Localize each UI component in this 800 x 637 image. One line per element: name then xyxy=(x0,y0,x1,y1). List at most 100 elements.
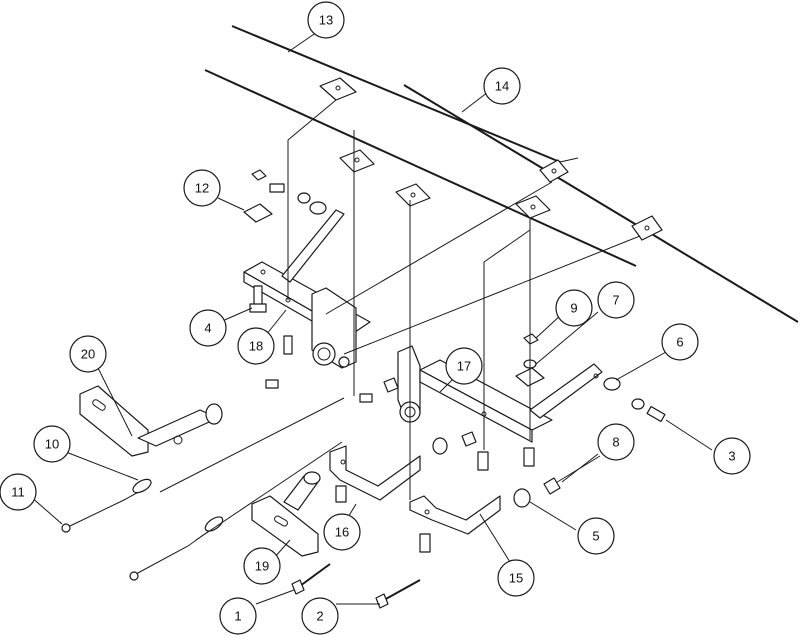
bolt-2 xyxy=(383,579,421,601)
bolt-16 xyxy=(335,485,347,503)
right-bracket-side xyxy=(419,369,533,443)
bolt-head-2 xyxy=(375,593,389,609)
callout-10-label: 10 xyxy=(45,437,59,452)
callout-4-label: 4 xyxy=(204,321,211,336)
bracket-hole xyxy=(260,269,266,275)
receiver-pin-20 xyxy=(205,403,223,425)
right-strap xyxy=(529,363,603,419)
callout-11: 11 xyxy=(0,473,37,511)
frame-plate-2 xyxy=(339,149,375,173)
plate-hole xyxy=(354,157,360,163)
washer-5 xyxy=(513,488,531,508)
leader-6 xyxy=(615,351,667,381)
cable-hook-11 xyxy=(132,478,152,494)
callout-20: 20 xyxy=(69,335,107,373)
leader-10 xyxy=(65,451,139,481)
slot-20 xyxy=(92,399,106,411)
callout-19: 19 xyxy=(243,547,281,585)
leader-20 xyxy=(97,367,133,437)
callout-10: 10 xyxy=(33,425,71,463)
receiver-hole-20 xyxy=(173,435,183,445)
callout-17: 17 xyxy=(445,347,483,385)
nut-left-mid xyxy=(383,377,399,393)
callout-2: 2 xyxy=(301,597,339,635)
frame-plate-5 xyxy=(539,159,569,183)
tow-hook-receivers xyxy=(79,385,321,557)
cable-hook-2 xyxy=(204,516,224,532)
align-line xyxy=(195,441,343,541)
bracket-hole xyxy=(424,509,430,515)
receiver-pin-19 xyxy=(303,471,321,485)
plate-hole xyxy=(335,85,341,91)
callout-2-label: 2 xyxy=(316,609,323,624)
callout-12-label: 12 xyxy=(195,181,209,196)
callout-14: 14 xyxy=(483,67,521,105)
callout-4: 4 xyxy=(189,309,227,347)
callout-3: 3 xyxy=(713,437,751,475)
callout-8: 8 xyxy=(597,423,635,461)
bolt-horizontal-12 xyxy=(269,183,285,193)
nut-center xyxy=(461,431,477,447)
alignment-lines xyxy=(159,99,641,541)
nut-top-12 xyxy=(251,169,267,181)
washer-6 xyxy=(603,377,621,391)
bolt-18b xyxy=(265,379,279,389)
plate-hole xyxy=(551,168,557,174)
align-line xyxy=(343,235,641,355)
callout-7-label: 7 xyxy=(612,293,619,308)
plate-hole xyxy=(644,225,650,231)
leader-8 xyxy=(561,453,599,483)
slot-19 xyxy=(274,515,288,527)
leader-3 xyxy=(665,419,713,451)
frame-plate-6 xyxy=(631,215,663,241)
callout-15-label: 15 xyxy=(509,571,523,586)
left-strap xyxy=(281,209,345,283)
hardware xyxy=(243,169,666,609)
left-bracket-assembly xyxy=(243,209,371,369)
frame-plate-4 xyxy=(515,195,551,219)
callout-13: 13 xyxy=(307,1,345,39)
callout-5: 5 xyxy=(577,517,615,555)
bolt-head-1 xyxy=(291,579,305,595)
callout-8-label: 8 xyxy=(612,435,619,450)
safety-cable-2 xyxy=(135,525,217,575)
callout-1-label: 1 xyxy=(234,609,241,624)
frame-rail-right xyxy=(403,84,799,323)
left-receiver-tube xyxy=(312,342,336,366)
frame-rail-stub xyxy=(559,157,579,163)
callout-1: 1 xyxy=(219,597,257,635)
left-receiver-bore xyxy=(317,347,331,361)
callout-13-label: 13 xyxy=(319,13,333,28)
safety-cable-11 xyxy=(69,487,147,527)
washer-12-large xyxy=(309,201,327,215)
callout-20-label: 20 xyxy=(81,347,95,362)
bolt-4 xyxy=(253,285,263,307)
frame-plates xyxy=(319,77,663,241)
leader-12 xyxy=(217,197,245,211)
callout-9: 9 xyxy=(555,289,593,327)
callout-16: 16 xyxy=(323,513,361,551)
frame-rails xyxy=(204,25,799,323)
align-line xyxy=(325,181,553,315)
lower-bracket-15 xyxy=(409,495,501,535)
align-line xyxy=(287,99,337,141)
leader-14 xyxy=(461,91,489,113)
align-line xyxy=(159,397,345,493)
leader-15 xyxy=(479,513,511,563)
bolt-1 xyxy=(299,563,331,587)
bolt-center-left xyxy=(283,335,293,355)
plate-hole xyxy=(410,192,416,198)
callouts: 1 2 3 4 5 6 7 8 xyxy=(0,1,751,635)
lower-bracket-16 xyxy=(329,445,421,501)
callout-leaders xyxy=(29,29,713,605)
washer-12 xyxy=(297,192,311,204)
callout-6: 6 xyxy=(661,323,699,361)
callout-9-label: 9 xyxy=(570,301,577,316)
callout-12: 12 xyxy=(183,169,221,207)
cable-eye-11 xyxy=(61,523,71,533)
callout-19-label: 19 xyxy=(255,559,269,574)
callout-5-label: 5 xyxy=(592,529,599,544)
left-chain-loop xyxy=(338,356,350,368)
lock-washer-6 xyxy=(631,398,645,410)
